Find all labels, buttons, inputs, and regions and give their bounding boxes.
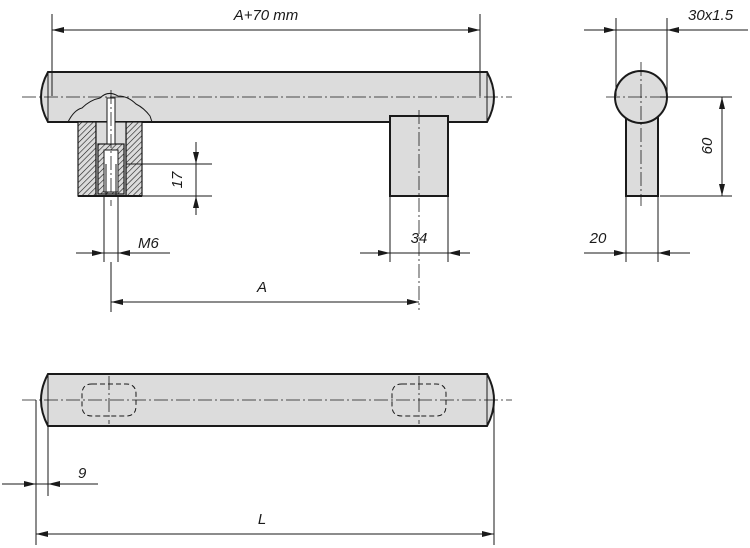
dim-end-offset: 9: [2, 400, 98, 545]
hidden-slot-left: [81, 376, 137, 424]
dim-overall-length: A+70 mm: [51, 7, 481, 96]
dim-foot-width: 34: [360, 196, 470, 262]
end-offset-label: 9: [78, 465, 87, 482]
width-label: 20: [589, 230, 607, 247]
side-view: 30x1.5 60 20: [584, 7, 748, 262]
dim-total-length: L: [36, 400, 495, 545]
dim-width: 20: [584, 196, 690, 262]
height-label: 60: [699, 137, 716, 154]
top-view: 9 L: [2, 373, 512, 545]
dim-thread-depth: 17: [126, 142, 212, 215]
front-view: A+70 mm 17 M6 34: [22, 7, 512, 312]
dim-hole-spacing: A: [110, 262, 419, 312]
total-length-label: L: [258, 511, 266, 528]
overall-length-label: A+70 mm: [233, 7, 299, 24]
left-foot-section: [67, 90, 153, 206]
tube-label: 30x1.5: [688, 7, 734, 24]
thread-depth-label: 17: [169, 171, 186, 188]
hole-spacing-label: A: [256, 279, 267, 296]
dim-tube: 30x1.5: [584, 7, 748, 96]
foot-wall-left: [77, 121, 97, 197]
thread-size-label: M6: [138, 235, 159, 252]
foot-wall-right: [125, 121, 143, 197]
dim-thread-size: M6: [76, 196, 170, 262]
foot-width-label: 34: [411, 230, 428, 247]
dim-height: 60: [660, 96, 732, 197]
hidden-slot-right: [391, 376, 447, 424]
